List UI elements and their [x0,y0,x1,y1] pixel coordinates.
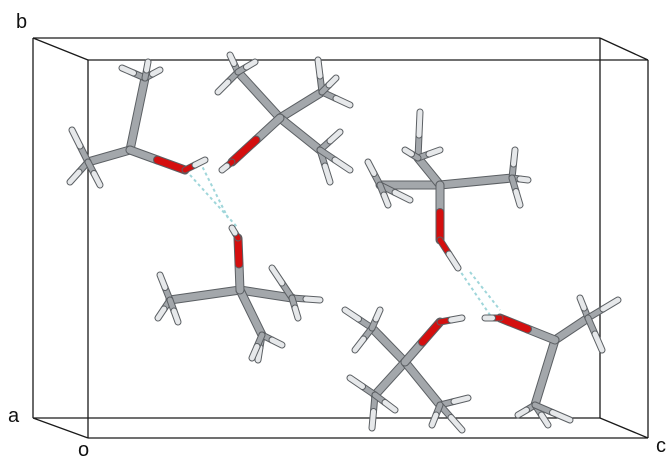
bond [436,174,516,189]
bond [382,400,398,413]
bond [234,68,284,122]
bond [332,157,353,173]
bond [365,159,377,176]
molecule-bottom-right [481,294,622,429]
bond [373,307,383,322]
bond [551,314,592,344]
bond [244,59,258,70]
bond [401,358,444,409]
bond [276,114,324,154]
bond [448,415,465,433]
bond [496,314,531,333]
bond [91,171,103,188]
bond [513,189,523,208]
bond [67,169,82,185]
bond [326,75,339,88]
bond [327,129,343,144]
bond [171,308,181,325]
bond [236,286,266,339]
cell-edge [599,417,649,439]
bond [369,409,376,431]
bond [219,163,230,173]
bond [515,407,529,418]
bond [448,315,465,323]
bond [215,79,231,95]
bond [269,265,285,286]
bond [446,251,461,271]
hydrogen-bond [469,271,501,311]
bond [419,318,444,346]
bond [451,395,471,404]
hydrogen-bond [189,174,239,229]
axis-label-b: b [16,11,28,33]
molecule-right-upper [364,108,532,272]
bond [524,325,559,344]
bond [150,67,163,77]
bond [269,337,285,348]
bond [229,225,238,236]
molecule-top-left [66,58,209,189]
bond [234,234,243,268]
bond [144,59,151,73]
bond [592,331,605,353]
origin-label-o: o [78,439,90,461]
bond [166,286,244,304]
bond [69,127,83,149]
bond [531,336,559,409]
bond [577,295,587,311]
bond [368,324,409,366]
bond [154,156,189,174]
bond [381,192,391,208]
bond [84,146,134,166]
bond [600,297,621,312]
bond [157,272,168,290]
bond [347,375,365,389]
bond [342,307,361,322]
axis-label-c: c [656,435,666,457]
molecules [66,51,622,434]
bond [126,146,161,164]
molecule-top-center [214,51,354,186]
cell-edge [599,37,649,61]
bond [192,157,208,168]
bond [414,154,444,189]
bond [119,65,136,76]
bond [426,147,443,157]
bond [517,176,531,183]
bond [550,410,573,423]
bond [371,358,409,399]
bond [402,147,414,157]
hydrogen-bond [199,161,229,219]
cell-edge [32,417,89,439]
bond [236,286,296,302]
bond [322,163,333,185]
axis-label-a: a [8,405,20,427]
bond [126,74,149,154]
bond [249,344,260,361]
hydrogen-bonds [189,161,501,316]
bond [276,88,326,122]
bond [303,296,323,303]
bond [333,96,353,108]
bond [539,412,551,428]
bond [511,147,518,167]
bond [429,412,439,428]
bond [255,345,263,363]
bond [315,57,323,79]
bond [416,109,423,138]
unit-cell-box [32,37,649,439]
bond [155,306,167,321]
bond [392,190,413,203]
bond [352,336,366,353]
molecule-center-left [154,224,324,364]
molecule-bottom-center [341,306,472,434]
cell-edge [32,37,89,61]
bond [252,114,284,144]
bond [227,52,237,66]
bond [228,136,260,166]
bond [292,305,301,321]
